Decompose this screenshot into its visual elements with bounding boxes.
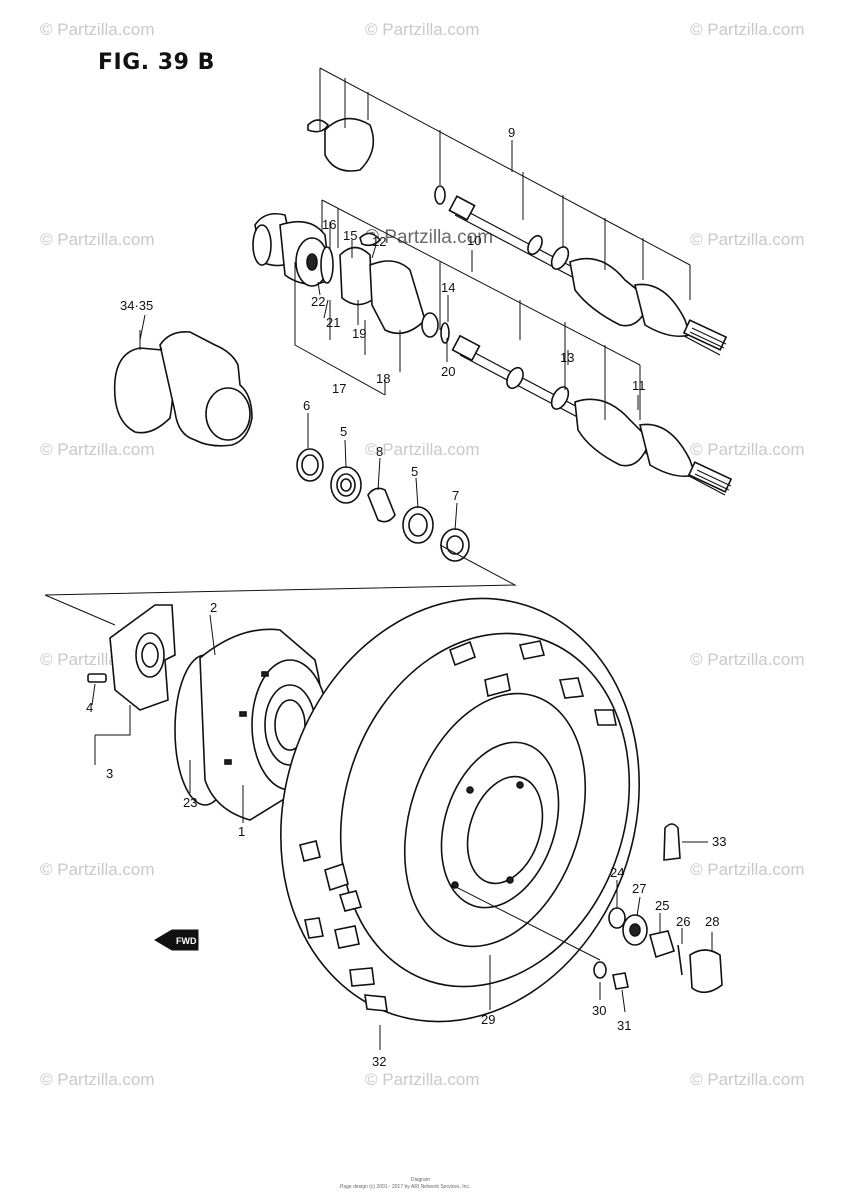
callout-33: 33 (712, 834, 726, 849)
bracket-10 (321, 199, 641, 420)
footer: Diagram Page design (c) 2001 - 2017 by A… (340, 1177, 470, 1190)
callouts: 9 10 11 13 14 20 16 15 12 19 21 22 17 18… (86, 125, 726, 1069)
callout-2: 2 (210, 600, 217, 615)
axle-nut-parts (593, 907, 723, 994)
watermark: © Partzilla.com (690, 20, 805, 39)
callout-12: 12 (372, 234, 386, 249)
leader-lines (91, 140, 713, 1050)
watermark: © Partzilla.com (690, 440, 805, 459)
hub-plate (87, 604, 176, 711)
callout-34-35: 34·35 (120, 298, 153, 313)
watermark: © Partzilla.com (40, 440, 155, 459)
watermark: © Partzilla.com (365, 1070, 480, 1089)
watermark: © Partzilla.com (690, 860, 805, 879)
callout-7: 7 (452, 488, 459, 503)
callout-23: 23 (183, 795, 197, 810)
tire-wheel (279, 597, 641, 1023)
fwd-label: FWD (176, 936, 197, 946)
callout-16: 16 (322, 217, 336, 232)
callout-21: 21 (326, 315, 340, 330)
reference-lines (44, 544, 517, 626)
watermark: © Partzilla.com (365, 440, 480, 459)
watermark: © Partzilla.com (690, 650, 805, 669)
callout-26: 26 (676, 914, 690, 929)
callout-6: 6 (303, 398, 310, 413)
callout-32: 32 (372, 1054, 386, 1069)
bearings-seals (296, 448, 470, 562)
callout-27: 27 (632, 881, 646, 896)
callout-5: 5 (411, 464, 418, 479)
callout-28: 28 (705, 914, 719, 929)
callout-3: 3 (106, 766, 113, 781)
callout-9: 9 (508, 125, 515, 140)
callout-15: 15 (343, 228, 357, 243)
watermark: © Partzilla.com (690, 230, 805, 249)
drive-shaft-upper (307, 117, 728, 356)
callout-4: 4 (86, 700, 93, 715)
watermark: © Partzilla.com (365, 20, 480, 39)
callout-1: 1 (238, 824, 245, 839)
watermark: © Partzilla.com (40, 1070, 155, 1089)
callout-18: 18 (376, 371, 390, 386)
callout-8: 8 (376, 444, 383, 459)
callout-19: 19 (352, 326, 366, 341)
watermark: © Partzilla.com (40, 860, 155, 879)
footer-line-2: Page design (c) 2001 - 2017 by ARI Netwo… (340, 1184, 470, 1190)
callout-24: 24 (610, 865, 624, 880)
callout-5: 5 (340, 424, 347, 439)
callout-25: 25 (655, 898, 669, 913)
callout-30: 30 (592, 1003, 606, 1018)
drive-shaft-lower (451, 334, 733, 496)
watermark: © Partzilla.com (40, 20, 155, 39)
callout-20: 20 (441, 364, 455, 379)
watermark: © Partzilla.com (690, 1070, 805, 1089)
watermark: © Partzilla.com (40, 230, 155, 249)
bracket-9 (319, 67, 691, 300)
callout-17: 17 (332, 381, 346, 396)
valve-stem (663, 823, 681, 861)
callout-29: 29 (481, 1012, 495, 1027)
center-watermark: © Partzilla.com (365, 227, 493, 248)
hub-cover (113, 330, 253, 447)
figure-title: FIG. 39 B (98, 50, 215, 75)
callout-31: 31 (617, 1018, 631, 1033)
cv-joint-parts (252, 212, 450, 344)
bracket-17-18 (294, 262, 401, 396)
callout-11: 11 (632, 378, 646, 393)
callout-10: 10 (467, 233, 481, 248)
fwd-arrow: FWD (154, 929, 199, 951)
callout-22: 22 (311, 294, 325, 309)
callout-13: 13 (560, 350, 574, 365)
callout-14: 14 (441, 280, 455, 295)
footer-line-1: Diagram (411, 1177, 430, 1183)
